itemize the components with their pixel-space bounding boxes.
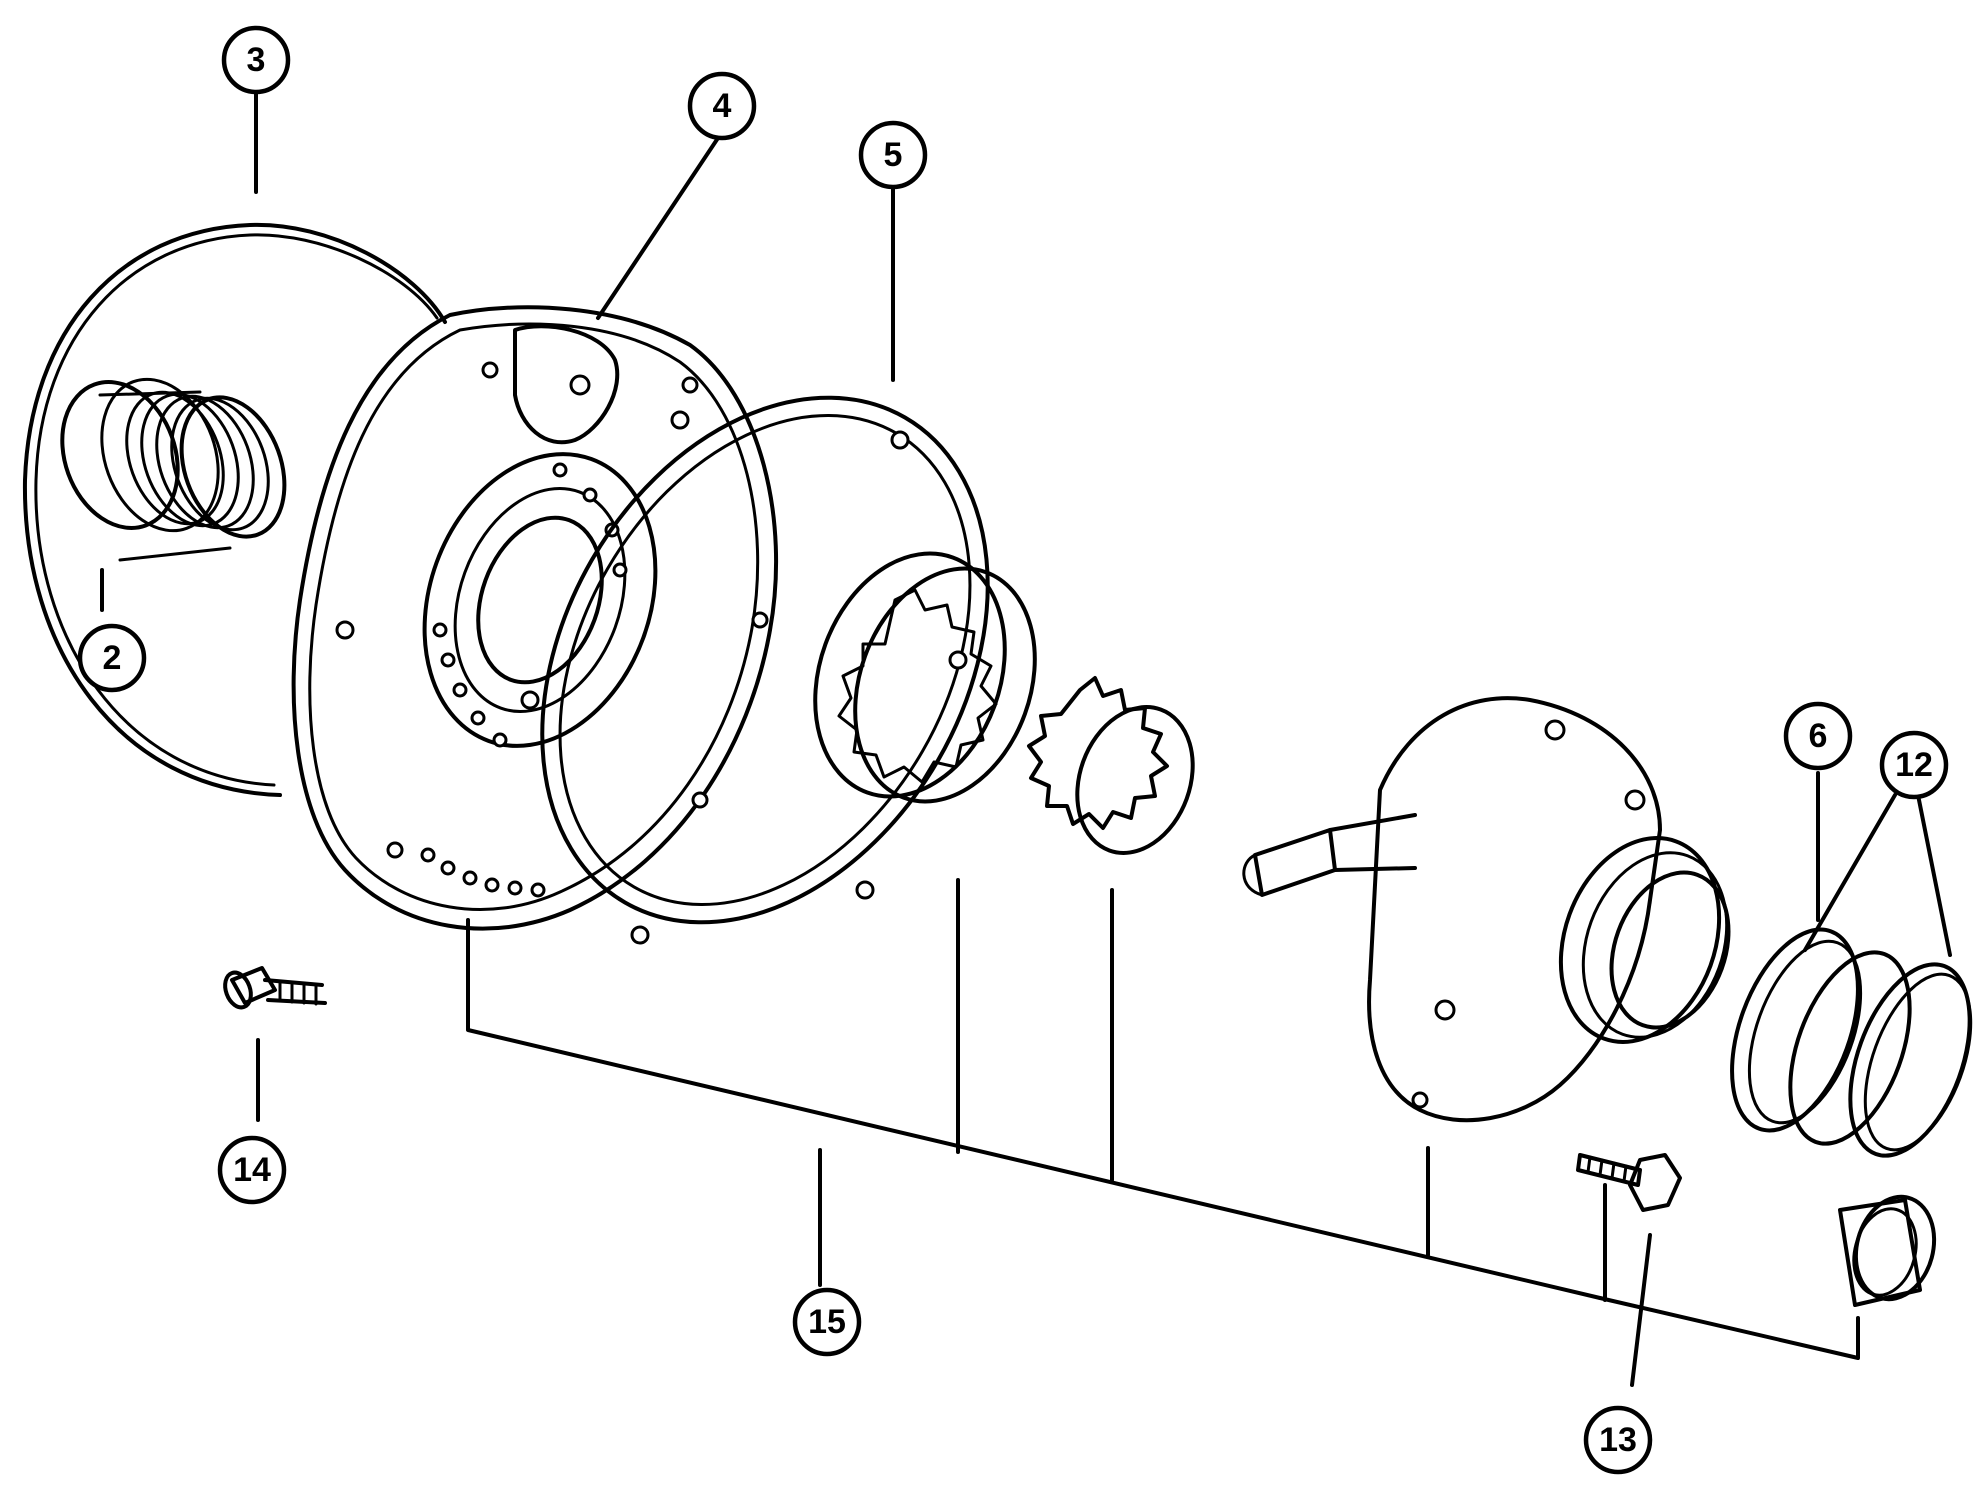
leader-lines xyxy=(100,90,1952,1387)
inner-gear-part xyxy=(1027,676,1195,855)
outer-gear-part xyxy=(813,551,1037,804)
callout-13: 13 xyxy=(1583,1405,1653,1475)
bushing-part xyxy=(1838,1194,1937,1307)
callout-2: 2 xyxy=(77,623,147,693)
callout-label: 3 xyxy=(247,41,266,79)
callout-3: 3 xyxy=(221,25,291,95)
callout-label: 13 xyxy=(1599,1421,1637,1459)
callout-14: 14 xyxy=(217,1135,287,1205)
pump-body-part xyxy=(291,305,779,931)
gasket-part xyxy=(520,395,990,945)
callout-label: 2 xyxy=(103,639,122,677)
stator-support-part xyxy=(1242,696,1731,1123)
hex-bolt-part xyxy=(1576,1153,1682,1212)
callout-5: 5 xyxy=(858,120,928,190)
flange-bolt-part xyxy=(223,966,327,1010)
callout-label: 4 xyxy=(713,87,732,125)
callout-4: 4 xyxy=(687,71,757,141)
callout-label: 12 xyxy=(1895,746,1933,784)
callout-15: 15 xyxy=(792,1287,862,1357)
callout-label: 5 xyxy=(884,136,903,174)
seal-rings-part xyxy=(1730,927,1973,1158)
callout-12: 12 xyxy=(1879,730,1949,800)
callout-label: 14 xyxy=(233,1151,271,1189)
spring-seal-part xyxy=(60,377,287,562)
callout-label: 15 xyxy=(808,1303,846,1341)
o-ring-seal-part xyxy=(22,222,447,797)
callout-6: 6 xyxy=(1783,701,1853,771)
callout-label: 6 xyxy=(1809,717,1828,755)
